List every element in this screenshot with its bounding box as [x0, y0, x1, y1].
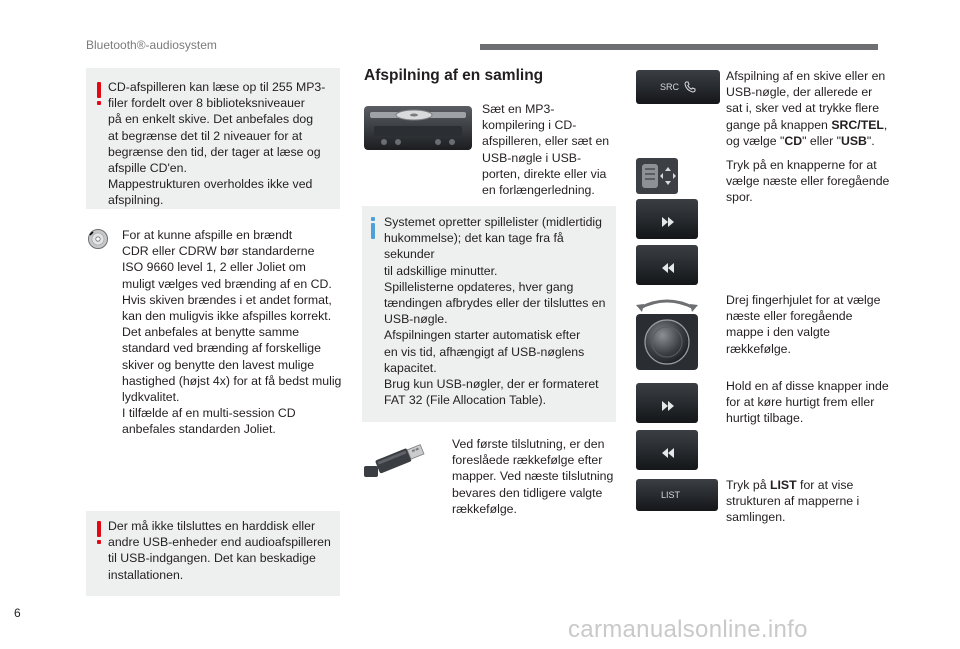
- warning-icon: [97, 82, 102, 105]
- cd-disc-icon: [87, 228, 109, 255]
- finger-wheel-image: [632, 292, 702, 372]
- warning-box-cd-files: CD-afspilleren kan læse op til 255 MP3- …: [86, 68, 340, 209]
- warning-icon: [97, 521, 102, 544]
- usb-stick-image: [362, 438, 434, 480]
- wheel-folder-text: Drej fingerhjulet for at vælge næste ell…: [726, 293, 881, 356]
- previous-track-button-image: [636, 245, 698, 285]
- steering-thumb-control-image: [636, 158, 678, 194]
- src-button-label: SRC: [660, 82, 680, 92]
- info-box-playlists: Systemet opretter spillelister (midlerti…: [362, 206, 616, 422]
- section-title: Afspilning af en samling: [364, 67, 544, 84]
- rewind-icon: [662, 445, 674, 463]
- hold-buttons-text: Hold en af disse knapper inde for at kør…: [726, 379, 889, 426]
- phone-icon: [684, 80, 696, 98]
- cd-player-image: [364, 102, 472, 152]
- list-button-image: LIST: [636, 479, 718, 511]
- track-select-text: Tryk på en knapperne for at vælge næste …: [726, 158, 890, 205]
- info-icon: [371, 217, 376, 239]
- rewind-button-image: [636, 430, 698, 470]
- first-connection-text: Ved første tilslutning, er den foreslåed…: [452, 437, 614, 516]
- rewind-icon: [662, 260, 674, 278]
- list-text: Tryk på LIST for at vise strukturen af m…: [726, 478, 860, 525]
- page-number: 6: [14, 606, 21, 620]
- watermark: carmanualsonline.info: [568, 616, 808, 643]
- fast-forward-icon: [662, 214, 674, 232]
- fast-forward-icon: [662, 398, 674, 416]
- header-bar: [480, 44, 878, 50]
- info-text-playlists: Systemet opretter spillelister (midlerti…: [384, 215, 606, 408]
- warning-text-cd-files: CD-afspilleren kan læse op til 255 MP3- …: [108, 80, 326, 208]
- src-text: Afspilning af en skive eller en USB-nøgl…: [726, 69, 888, 148]
- running-header: Bluetooth®-audiosystem: [86, 38, 217, 52]
- cd-format-note: For at kunne afspille en brændt CDR elle…: [122, 228, 342, 437]
- fast-forward-button-image: [636, 383, 698, 423]
- list-button-label: LIST: [661, 490, 681, 500]
- src-button-image: SRC: [636, 70, 720, 104]
- warning-box-usb: Der må ikke tilsluttes en harddisk eller…: [86, 511, 340, 596]
- next-track-button-image: [636, 199, 698, 239]
- insert-media-text: Sæt en MP3- kompilering i CD- afspillere…: [482, 102, 610, 198]
- warning-text-usb: Der må ikke tilsluttes en harddisk eller…: [108, 519, 331, 582]
